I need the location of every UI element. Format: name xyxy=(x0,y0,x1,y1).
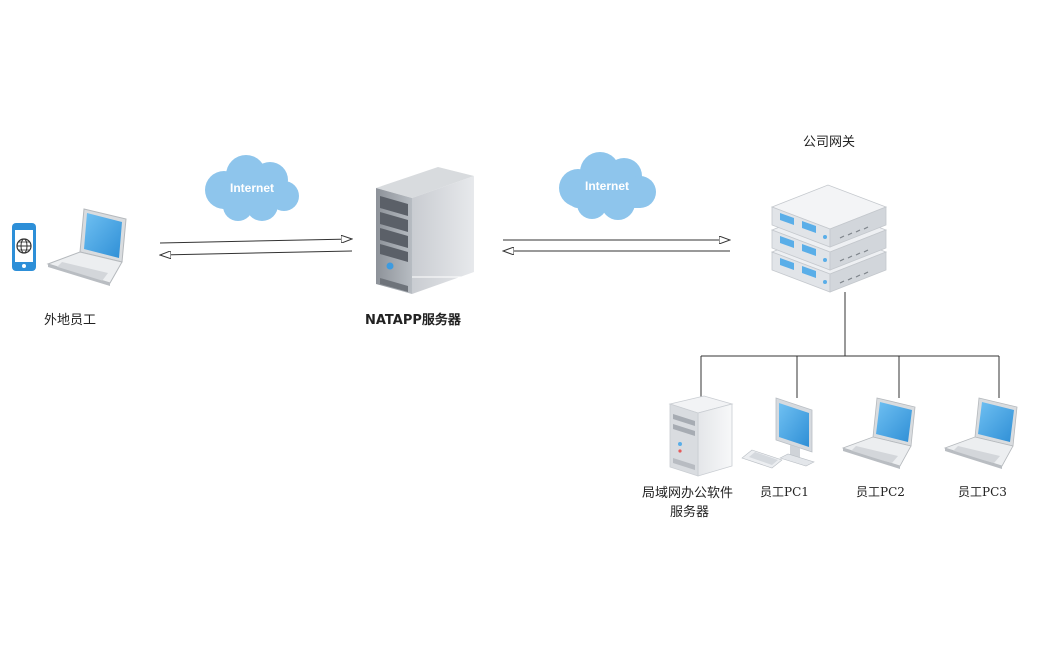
arrow-from-natapp xyxy=(160,250,353,255)
laptop-icon xyxy=(943,397,1018,469)
office-server-label-line1: 局域网办公软件 xyxy=(642,486,733,501)
laptop-icon xyxy=(46,208,127,286)
remote-employee-label: 外地员工 xyxy=(44,313,96,328)
office-server-icon xyxy=(668,395,734,477)
natapp-server-label: NATAPP服务器 xyxy=(365,312,462,328)
office-server-label-line2: 服务器 xyxy=(670,504,709,520)
pc3-label: 员工PC3 xyxy=(958,485,1007,499)
cloud-icon: Internet xyxy=(205,155,299,221)
lan-connection-lines xyxy=(700,292,1000,398)
arrow-to-natapp xyxy=(159,239,352,244)
company-gateway-label: 公司网关 xyxy=(803,135,855,150)
phone-icon xyxy=(12,223,36,271)
pc2-label: 员工PC2 xyxy=(856,485,905,499)
pc1-label: 员工PC1 xyxy=(760,485,809,499)
cloud-label: Internet xyxy=(585,179,629,193)
cloud-icon: Internet xyxy=(559,152,656,220)
laptop-icon xyxy=(841,397,916,469)
server-icon xyxy=(376,167,474,294)
gateway-router-icon xyxy=(770,184,888,293)
desktop-monitor-icon xyxy=(741,397,815,469)
cloud-label: Internet xyxy=(230,181,274,195)
